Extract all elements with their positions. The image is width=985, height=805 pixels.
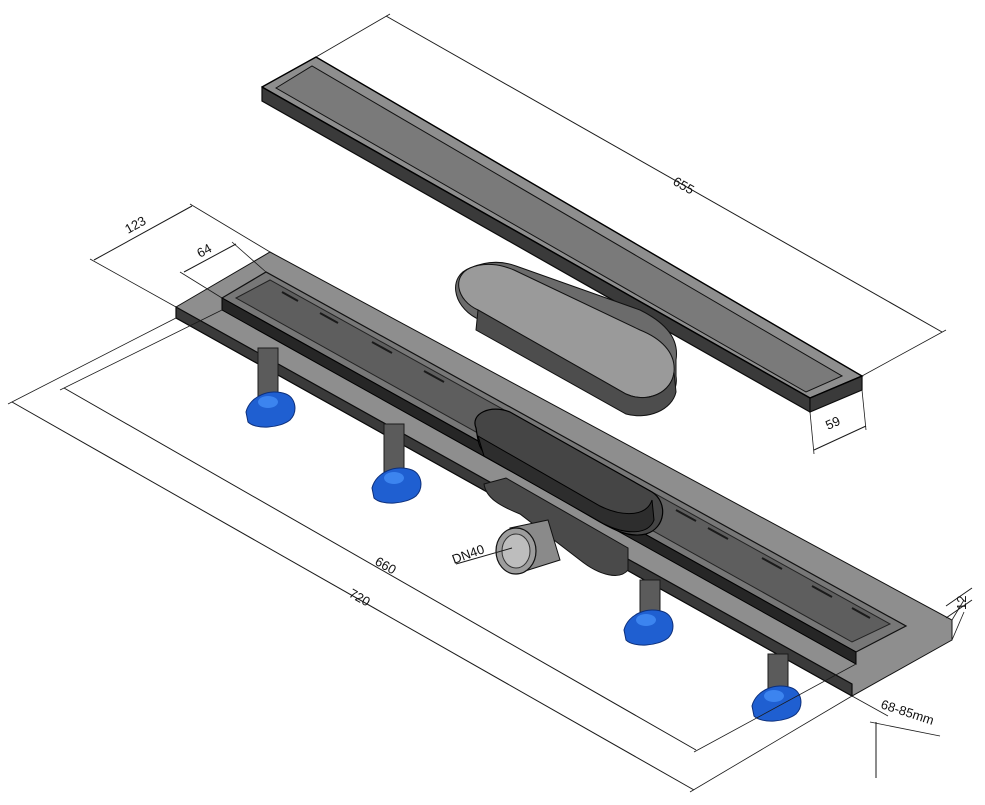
channel-body <box>175 251 953 698</box>
foot-3 <box>623 579 674 646</box>
label-flange-width: 123 <box>122 213 148 237</box>
label-outlet-size: DN40 <box>450 541 486 566</box>
grate-cover <box>260 56 864 414</box>
foot-1 <box>245 347 296 428</box>
adjustable-feet <box>245 347 802 722</box>
label-overall-length: 720 <box>347 586 373 610</box>
dimension-lines <box>7 13 973 793</box>
outlet-pipe <box>495 519 561 575</box>
label-channel-length: 660 <box>373 554 399 578</box>
label-flange-height: 12 <box>954 596 969 610</box>
label-grate-width: 59 <box>823 413 842 433</box>
foot-2 <box>371 423 422 504</box>
label-channel-width: 64 <box>194 240 214 260</box>
channel-slots <box>281 291 871 619</box>
siphon-trap-insert <box>455 261 677 417</box>
label-grate-length: 655 <box>671 174 697 198</box>
foot-4 <box>751 653 802 722</box>
label-adjustable-height: 68-85mm <box>879 697 936 728</box>
